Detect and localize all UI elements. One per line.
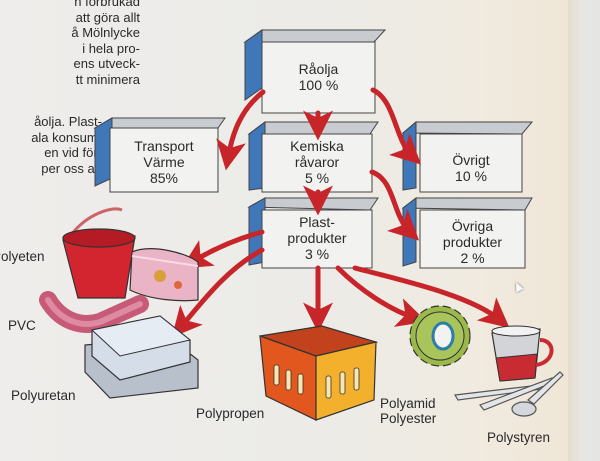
- box-transport-percent: 85%: [149, 170, 179, 186]
- box-ovrigt-label: Övrigt 10 %: [420, 152, 522, 184]
- box-raolja-name: Råolja: [298, 61, 339, 77]
- label-polystyren: Polystyren: [487, 430, 551, 445]
- box-transport: [93, 117, 226, 193]
- arrow-raolja-to-ovrigt: [370, 87, 422, 165]
- box-ovrigt-name: Övrigt: [452, 152, 490, 168]
- box-transport-name1: Transport: [134, 138, 194, 154]
- bucket-illustration: [62, 207, 136, 299]
- text-line: per oss att: [41, 160, 102, 176]
- lunchbox-illustration: [129, 248, 199, 302]
- text-line: ala konsum-: [31, 129, 102, 145]
- box-ovriga-name2: produkter: [442, 234, 503, 250]
- text-line: en vid för-: [44, 145, 102, 160]
- box-ovriga-percent: 2 %: [460, 250, 485, 266]
- mug-illustration: [491, 325, 554, 382]
- box-plast-label: Plast- produkter 3 %: [262, 214, 372, 262]
- arrow-raolja-to-transport: [216, 89, 266, 171]
- box-raolja: [243, 29, 387, 114]
- crate-illustration: [259, 325, 379, 421]
- box-transport-label: Transport Värme 85%: [110, 138, 218, 186]
- box-transport-name2: Värme: [143, 154, 185, 170]
- label-polyester: Polyester: [380, 411, 437, 426]
- cutlery-illustration: [454, 371, 564, 417]
- box-plast-name2: produkter: [287, 230, 347, 246]
- body-text-paragraph-1: n förbrukad att göra allt å Mölnlycke i …: [0, 0, 140, 87]
- box-kemiska-name2: råvaror: [294, 154, 340, 170]
- label-pvc: PVC: [8, 318, 36, 333]
- label-polyeten: Polyeten: [0, 249, 45, 264]
- body-text-paragraph-2: åolja. Plast- ala konsum- en vid för- pe…: [0, 114, 102, 176]
- box-ovrigt-percent: 10 %: [455, 168, 487, 184]
- box-ovriga-name1: Övriga: [451, 218, 494, 234]
- text-line: i hela pro-: [82, 40, 140, 56]
- text-line: å Mölnlycke: [71, 25, 140, 40]
- text-line: tt minimera: [75, 71, 140, 87]
- box-plast-percent: 3 %: [304, 246, 330, 262]
- label-polypropen: Polypropen: [196, 406, 265, 421]
- box-raolja-percent: 100 %: [298, 77, 339, 93]
- page-edge: [568, 0, 600, 461]
- box-kemiska-percent: 5 %: [304, 170, 330, 186]
- text-line: åolja. Plast-: [34, 114, 102, 129]
- box-kemiska-label: Kemiska råvaror 5 %: [262, 138, 372, 186]
- arrow-plast-to-polyamid: [335, 265, 427, 327]
- foam-blocks-illustration: [84, 315, 199, 399]
- arrow-plast-to-polyuretan: [171, 247, 265, 338]
- text-line: att göra allt: [75, 9, 140, 25]
- arrow-plast-to-polystyren: [352, 265, 510, 328]
- label-polyamid-polyester: Polyamid Polyester: [380, 396, 436, 426]
- box-kemiska-name1: Kemiska: [290, 138, 344, 154]
- text-line: ens utveck-: [73, 56, 140, 71]
- arrow-kemiska-to-ovriga: [369, 169, 420, 241]
- box-raolja-label: Råolja 100 %: [262, 61, 375, 93]
- label-polyamid: Polyamid: [380, 396, 436, 411]
- text-line: n förbrukad: [74, 0, 140, 9]
- gear-illustration: [409, 305, 471, 367]
- box-plast-name1: Plast-: [299, 214, 335, 230]
- arrow-plast-to-polyeten: [181, 229, 265, 269]
- label-polyuretan: Polyuretan: [11, 388, 76, 403]
- box-ovriga-label: Övriga produkter 2 %: [420, 218, 525, 266]
- pvc-pipe-illustration: [39, 291, 149, 333]
